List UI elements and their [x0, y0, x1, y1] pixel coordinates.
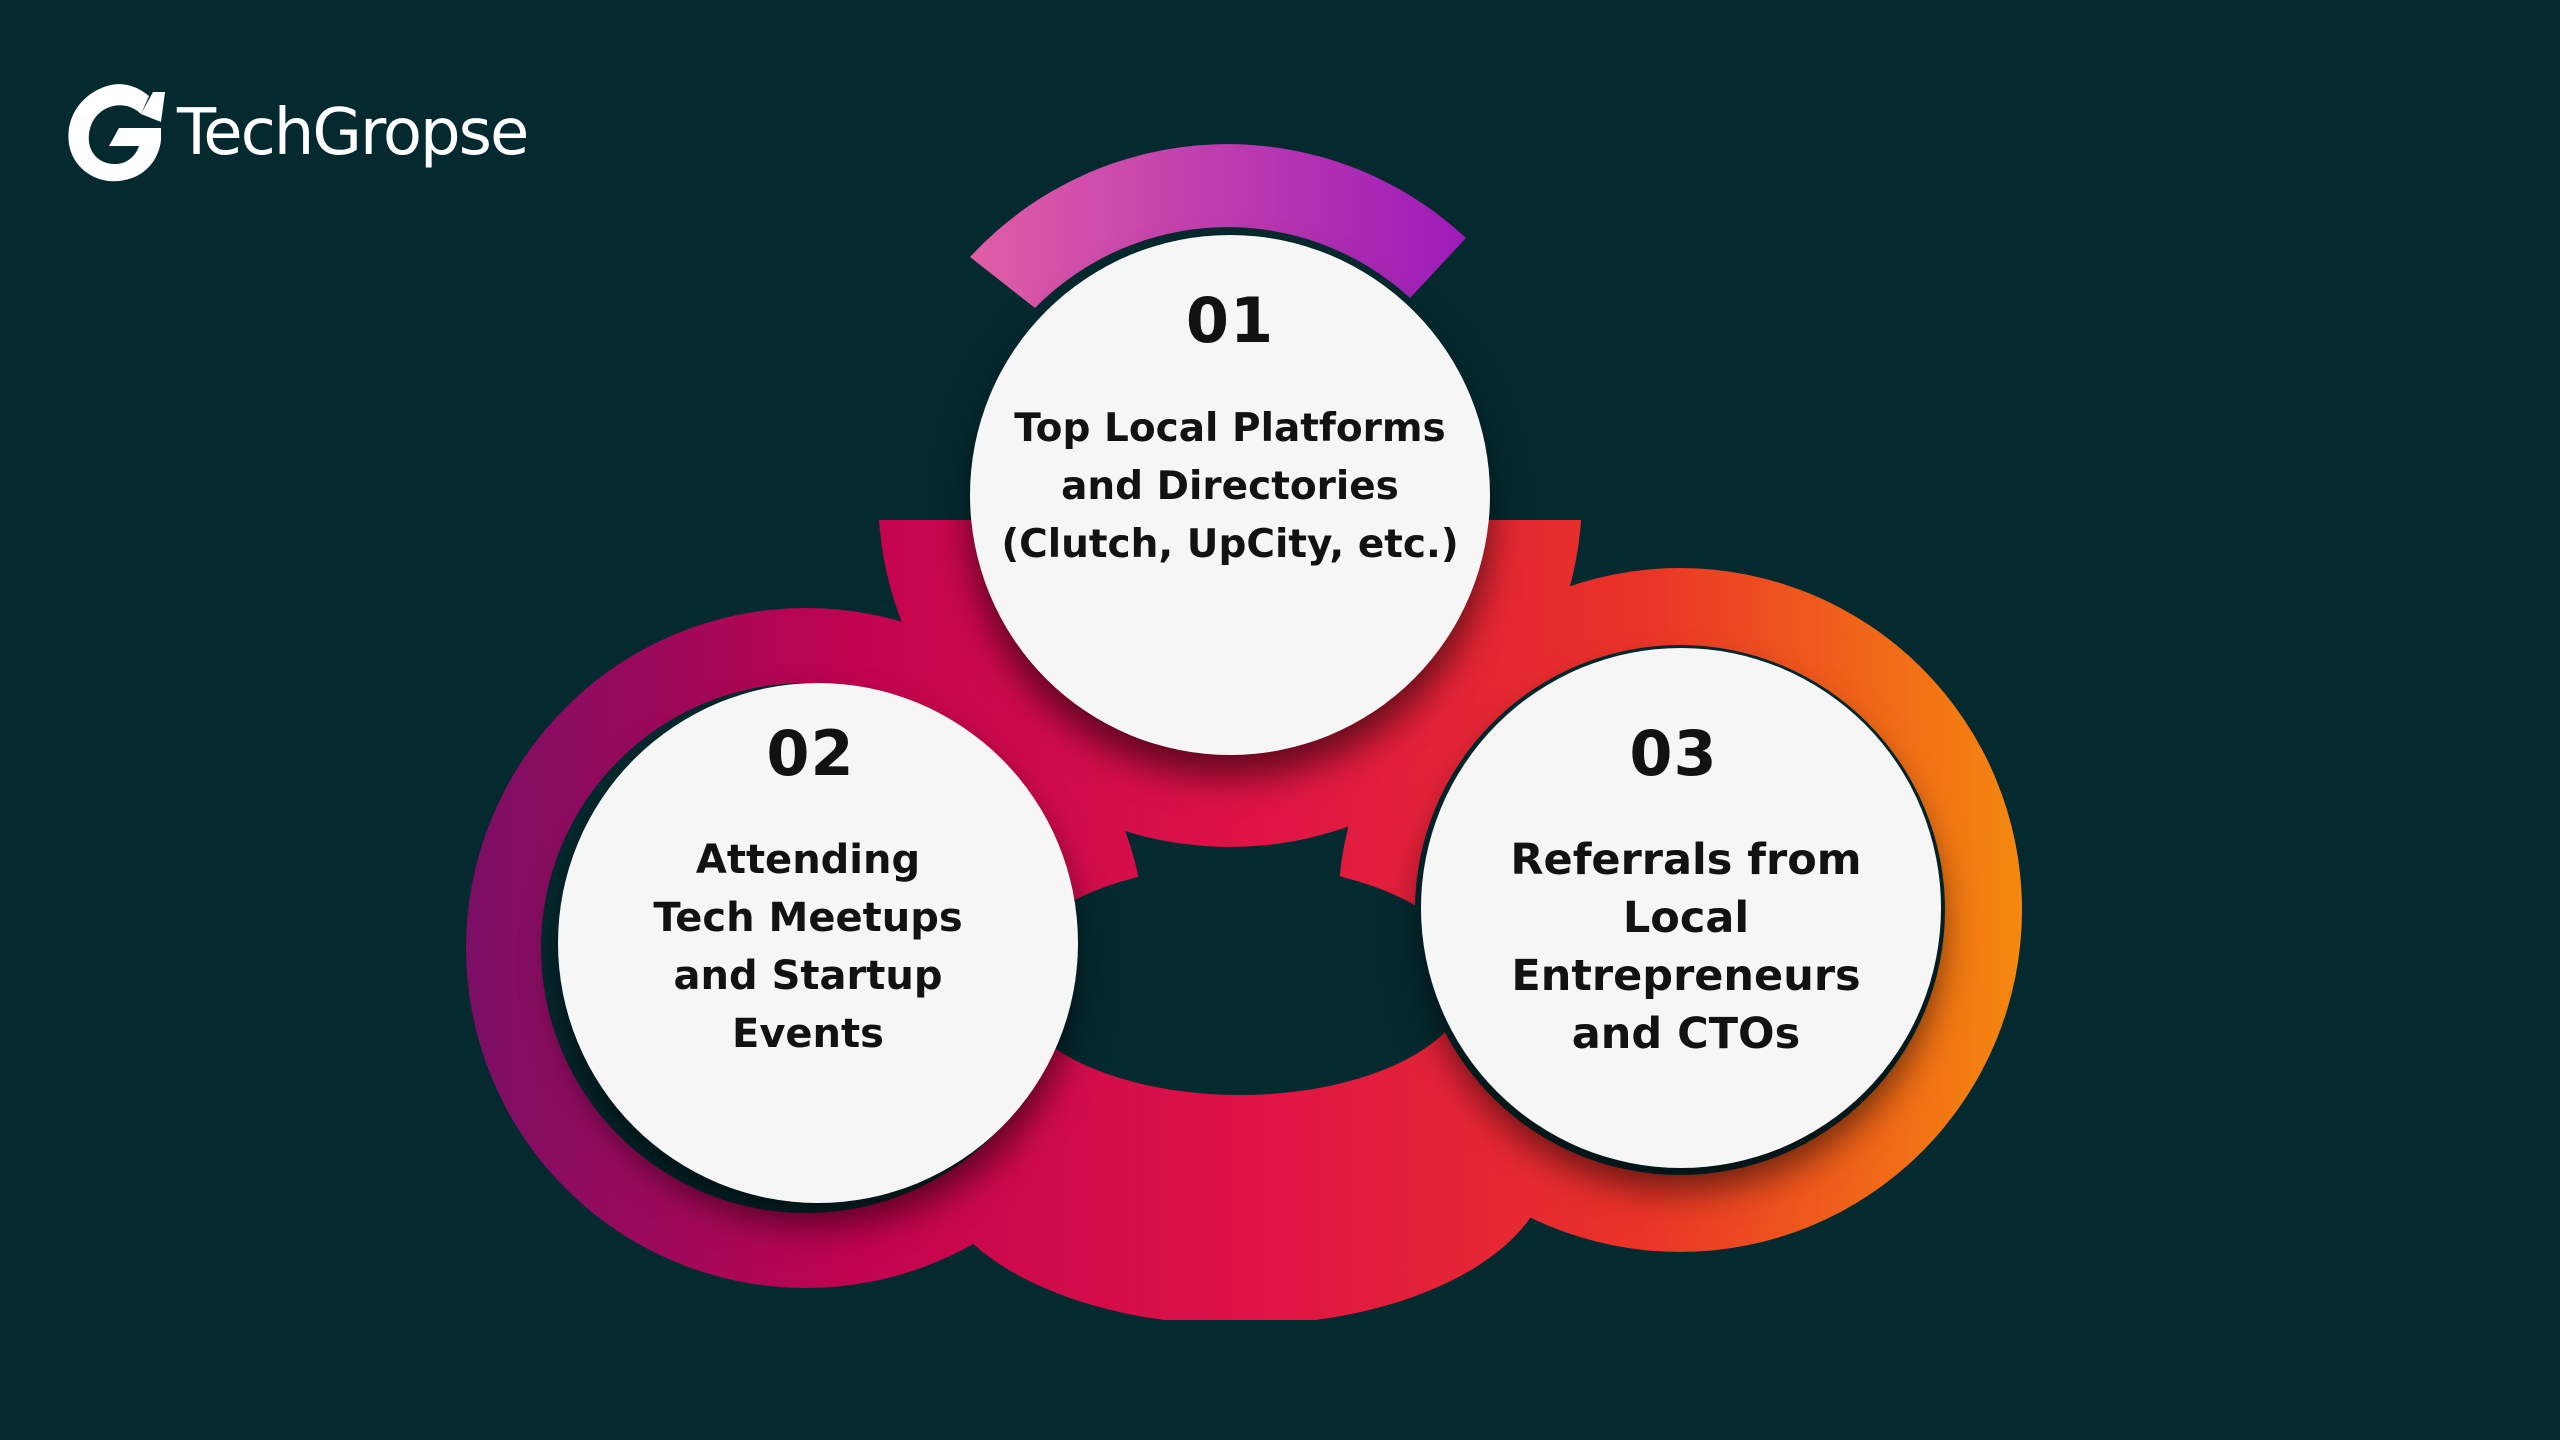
- step-number: 01: [1185, 284, 1275, 357]
- step-label: Referrals from Local Entrepreneurs and C…: [1510, 835, 1862, 1059]
- step-node-03: 03 Referrals from Local Entrepreneurs an…: [1421, 648, 1941, 1168]
- brand-logo: TechGropse: [57, 78, 529, 188]
- step-number: 02: [766, 717, 855, 790]
- step-number: 03: [1629, 717, 1718, 790]
- step-node-02: 02 Attending Tech Meetups and Startup Ev…: [558, 683, 1078, 1203]
- step-label: Top Local Platforms and Directories (Clu…: [1001, 406, 1459, 567]
- top-arc-segment: [970, 144, 1466, 308]
- brand-name: TechGropse: [177, 96, 529, 170]
- step-node-01: 01 Top Local Platforms and Directories (…: [970, 235, 1490, 755]
- step-label: Attending Tech Meetups and Startup Event…: [653, 837, 963, 1057]
- g-mark-icon: [68, 84, 165, 182]
